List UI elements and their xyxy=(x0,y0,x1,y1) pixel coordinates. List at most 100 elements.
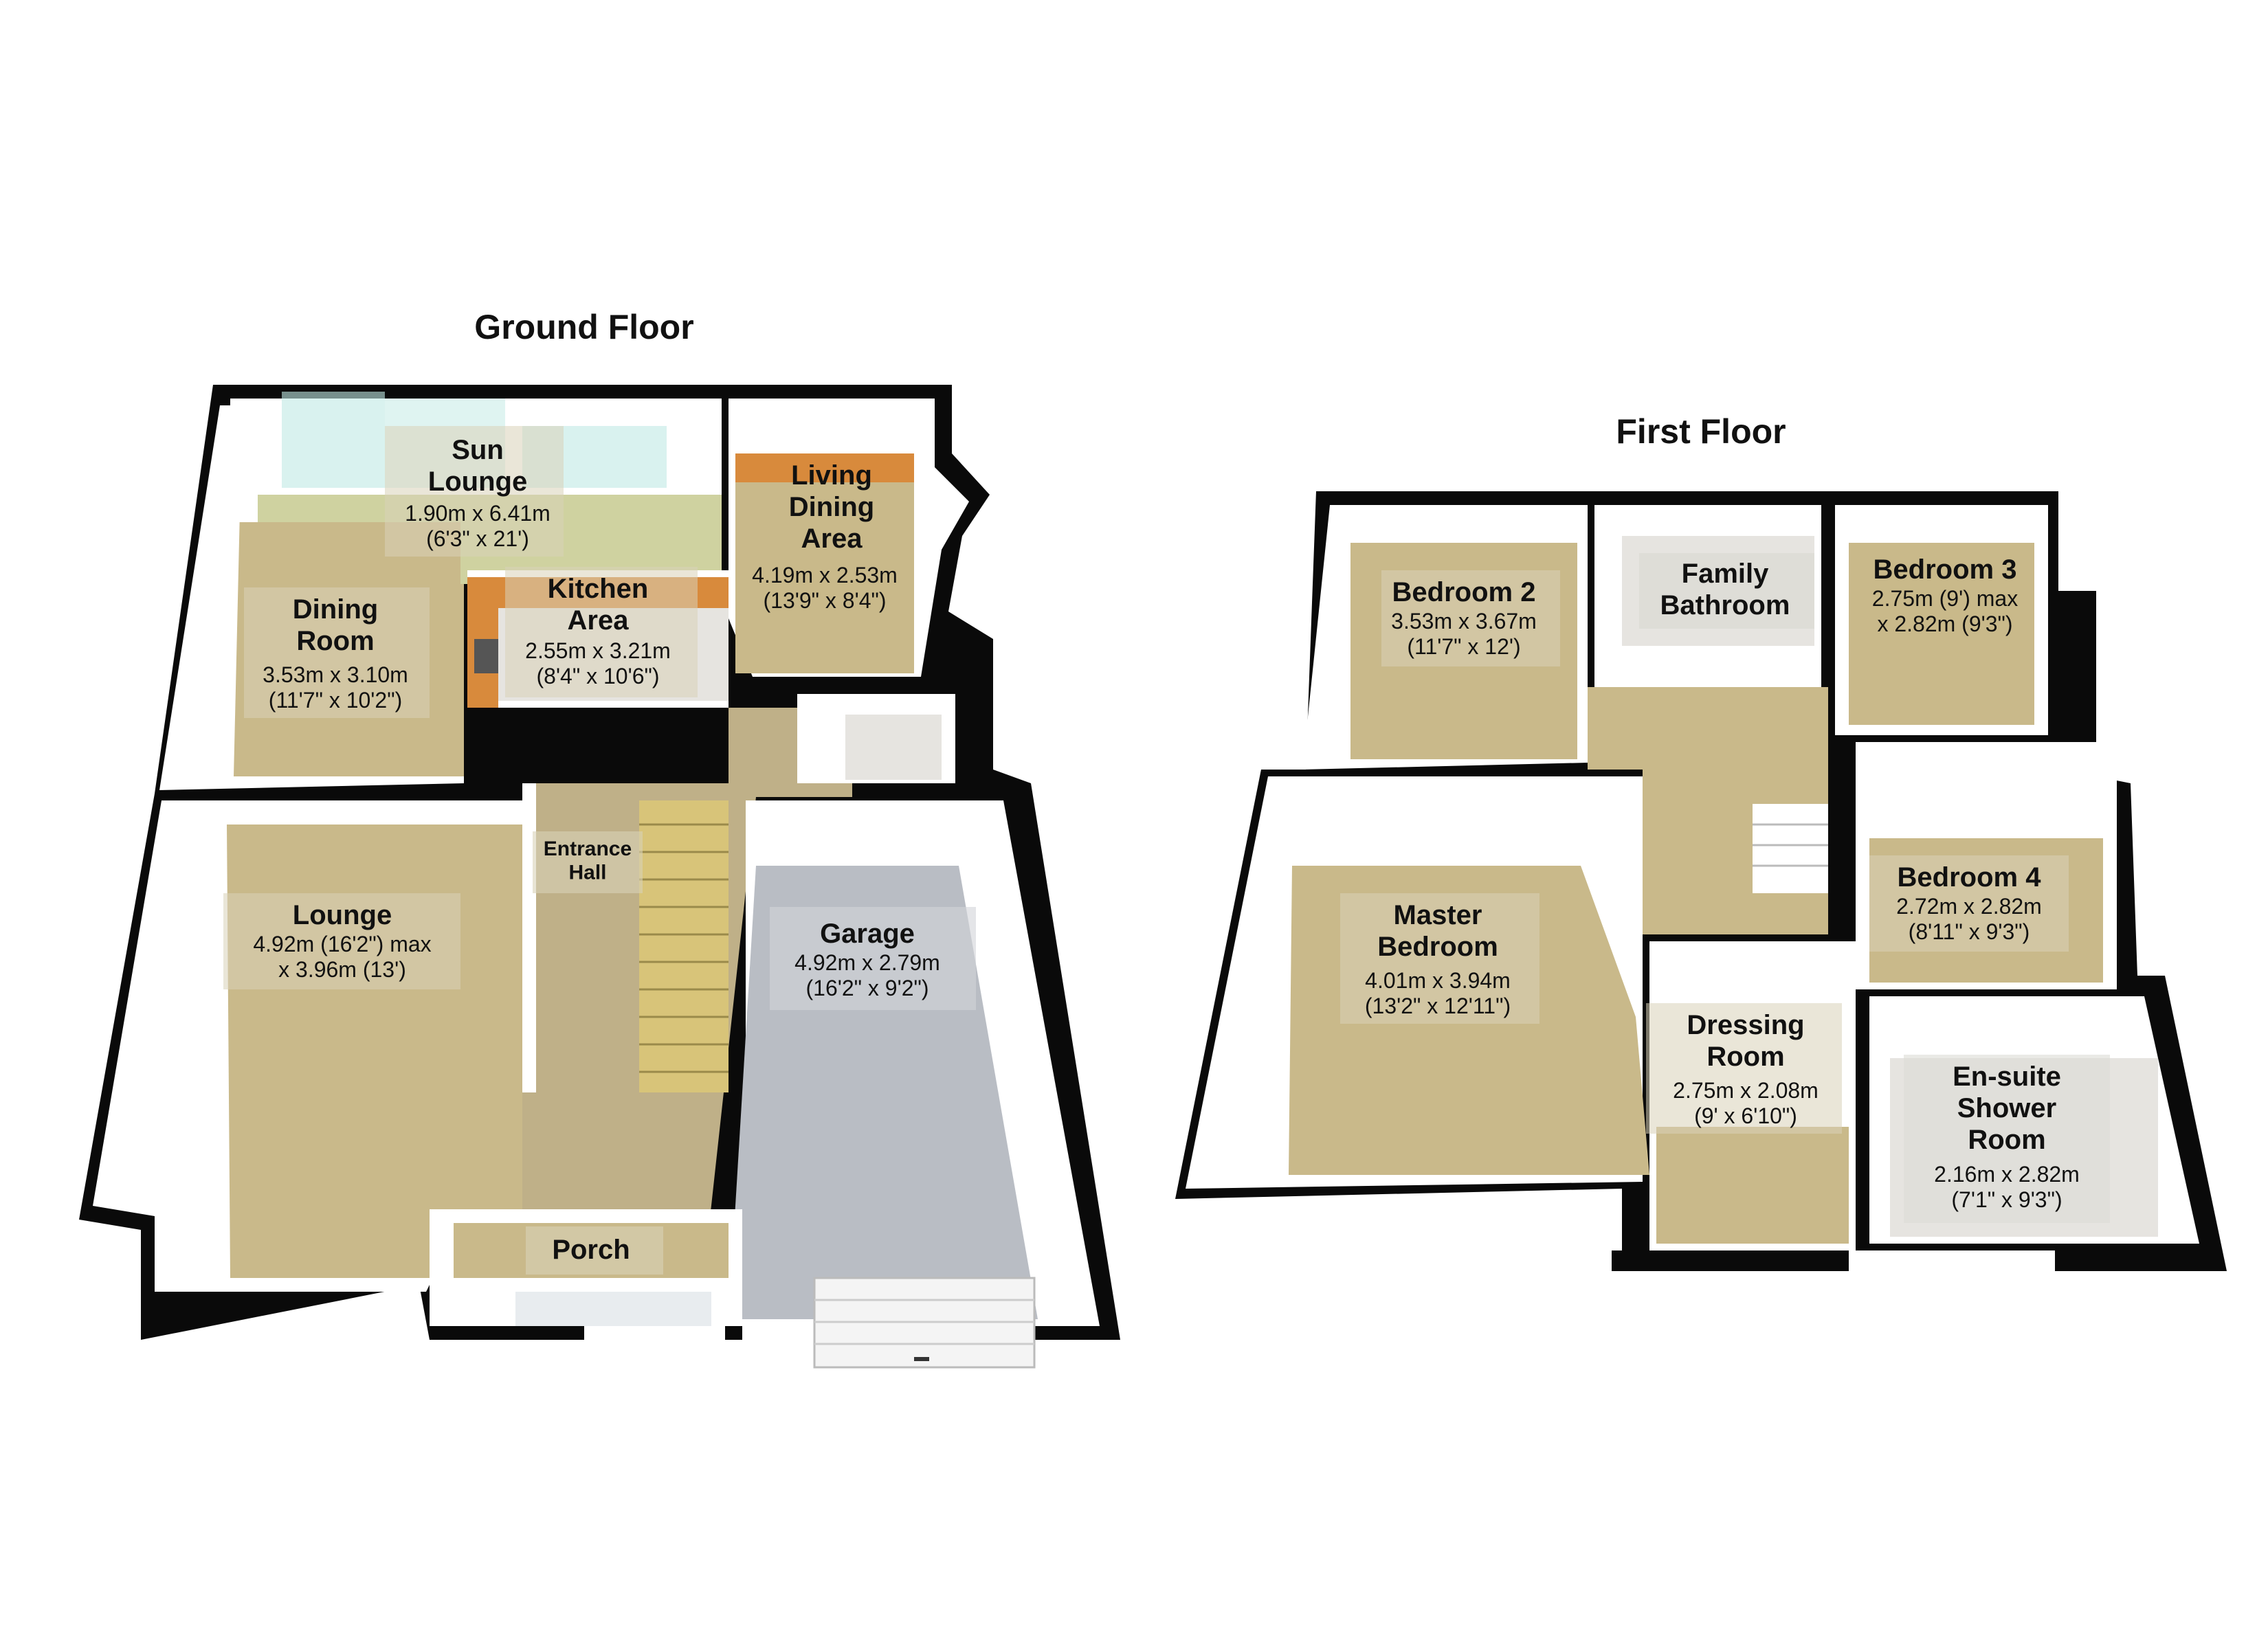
label-line: x 3.96m (13') xyxy=(278,957,406,982)
stairs-first xyxy=(1753,804,1828,893)
label-line: 2.16m x 2.82m xyxy=(1934,1162,2080,1187)
ground-floor: Ground Floor xyxy=(79,308,1120,1369)
label-line: 2.55m x 3.21m xyxy=(525,638,671,663)
label-line: Master xyxy=(1394,900,1482,930)
garage-label-bg xyxy=(770,907,976,1010)
label-line: Room xyxy=(1706,1042,1784,1072)
dressing-room-dims: 2.75m x 2.08m(9' x 6'10") xyxy=(1673,1078,1819,1128)
bedroom-3-name: Bedroom 3 xyxy=(1874,554,2017,585)
label-line: (13'2" x 12'11") xyxy=(1365,994,1511,1018)
entrance-hall-wall xyxy=(522,783,536,1092)
utility-tiles xyxy=(845,715,942,780)
kitchen-dims: 2.55m x 3.21m(8'4" x 10'6") xyxy=(525,638,671,688)
label-line: Bedroom 2 xyxy=(1392,577,1536,607)
bedroom-3-carpet xyxy=(1849,543,2034,725)
entrance-hall-label-bg xyxy=(533,831,643,893)
living-counter xyxy=(735,453,914,482)
label-line: Bedroom 3 xyxy=(1874,554,2017,585)
stairs-ground xyxy=(639,800,729,1092)
label-line: (8'4" x 10'6") xyxy=(536,664,659,688)
sun-lounge-window xyxy=(282,392,385,488)
living-dining-dims: 4.19m x 2.53m(13'9" x 8'4") xyxy=(752,563,898,613)
master-bedroom-label-bg xyxy=(1340,893,1539,1024)
bedroom-2-name: Bedroom 2 xyxy=(1392,577,1536,607)
porch-name: Porch xyxy=(552,1235,630,1265)
label-line: 2.72m x 2.82m xyxy=(1896,894,2042,919)
label-line: Room xyxy=(1968,1125,2045,1155)
dining-label-bg xyxy=(244,587,430,718)
dining-room-dims: 3.53m x 3.10m(11'7" x 10'2") xyxy=(263,662,408,713)
bedroom-4-name: Bedroom 4 xyxy=(1898,862,2042,893)
dressing-room-carpet xyxy=(1656,1127,1849,1244)
label-line: Dressing xyxy=(1687,1010,1804,1040)
bedroom-4-label-bg xyxy=(1869,855,2069,952)
label-line: 2.75m (9') max xyxy=(1872,586,2018,611)
label-line: Lounge xyxy=(293,900,392,930)
bedroom-2-label-bg xyxy=(1381,570,1560,666)
label-line: (7'1" x 9'3") xyxy=(1951,1187,2062,1212)
ensuite-dims: 2.16m x 2.82m(7'1" x 9'3") xyxy=(1934,1162,2080,1212)
garage-door xyxy=(813,1277,1036,1369)
label-line: En-suite xyxy=(1953,1062,2061,1092)
label-line: 2.75m x 2.08m xyxy=(1673,1078,1819,1103)
garage-dims: 4.92m x 2.79m(16'2" x 9'2") xyxy=(794,950,940,1000)
porch-window-2 xyxy=(615,1292,711,1326)
label-line: Bedroom 4 xyxy=(1898,862,2042,893)
garage-name: Garage xyxy=(820,919,915,949)
label-line: Bathroom xyxy=(1660,590,1790,620)
label-line: 4.19m x 2.53m xyxy=(752,563,898,587)
label-line: 4.92m (16'2") max xyxy=(253,932,431,956)
label-line: (11'7" x 12') xyxy=(1407,634,1520,659)
label-line: Family xyxy=(1682,559,1769,589)
label-line: Garage xyxy=(820,919,915,949)
label-line: (13'9" x 8'4") xyxy=(763,588,886,613)
label-line: Area xyxy=(568,605,630,636)
label-line: Lounge xyxy=(428,467,527,497)
porch-window-1 xyxy=(515,1292,615,1326)
ensuite-label-bg xyxy=(1904,1055,2110,1223)
first-floor-title: First Floor xyxy=(1616,412,1786,451)
lounge-name: Lounge xyxy=(293,900,392,930)
label-line: Shower xyxy=(1957,1093,2056,1123)
label-line: Kitchen xyxy=(548,574,649,604)
label-line: (16'2" x 9'2") xyxy=(805,976,929,1000)
kitchen-label-bg xyxy=(505,567,698,697)
dressing-room-label-bg xyxy=(1646,1003,1842,1134)
label-line: 3.53m x 3.67m xyxy=(1391,609,1537,633)
label-line: Porch xyxy=(552,1235,630,1265)
lounge-label-bg xyxy=(223,893,460,989)
label-line: (6'3" x 21') xyxy=(426,526,529,551)
label-line: 1.90m x 6.41m xyxy=(405,501,551,526)
label-line: (9' x 6'10") xyxy=(1694,1103,1797,1128)
sun-lounge-label-bg xyxy=(385,426,564,557)
label-line: 4.92m x 2.79m xyxy=(794,950,940,975)
family-bathroom-label-bg xyxy=(1639,553,1814,629)
label-line: 4.01m x 3.94m xyxy=(1365,968,1511,993)
label-line: Area xyxy=(801,524,863,554)
bedroom-4-dims: 2.72m x 2.82m(8'11" x 9'3") xyxy=(1896,894,2042,944)
living-dining-carpet xyxy=(735,467,914,673)
label-line: Dining xyxy=(293,594,378,625)
porch-label-bg xyxy=(526,1226,663,1275)
label-line: Entrance xyxy=(544,838,632,860)
bedroom-2-dims: 3.53m x 3.67m(11'7" x 12') xyxy=(1391,609,1537,659)
label-line: Room xyxy=(296,626,374,656)
label-line: Hall xyxy=(568,862,606,884)
master-bedroom-dims: 4.01m x 3.94m(13'2" x 12'11") xyxy=(1365,968,1511,1018)
kitchen-hob xyxy=(474,639,498,673)
label-line: x 2.82m (9'3") xyxy=(1877,612,2012,636)
first-floor: First Floor B xyxy=(1175,412,2227,1271)
label-line: (11'7" x 10'2") xyxy=(269,688,402,713)
ground-floor-title: Ground Floor xyxy=(474,308,693,346)
